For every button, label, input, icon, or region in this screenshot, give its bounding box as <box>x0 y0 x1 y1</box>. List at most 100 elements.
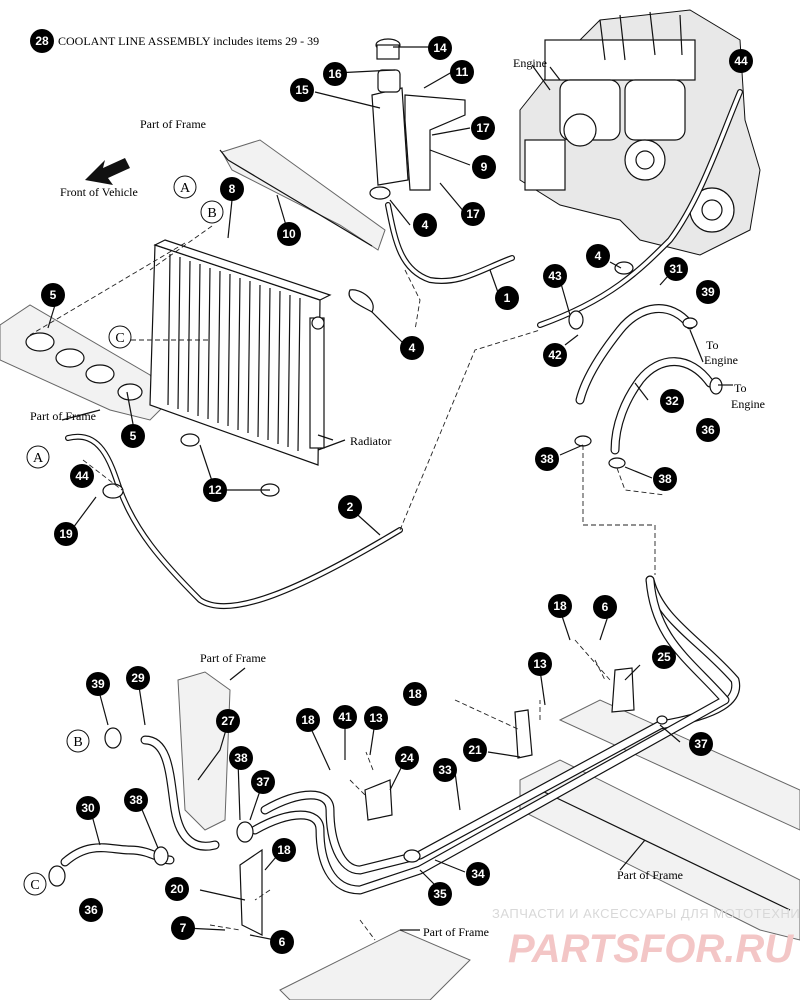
callout-18c: 18 <box>296 708 320 732</box>
svg-text:30: 30 <box>81 801 95 815</box>
callout-37b: 37 <box>251 770 275 794</box>
letter-c-bottom: C <box>23 872 47 896</box>
svg-text:33: 33 <box>438 763 452 777</box>
svg-text:38: 38 <box>234 751 248 765</box>
svg-text:31: 31 <box>669 262 683 276</box>
svg-text:15: 15 <box>295 83 309 97</box>
to-engine-label-1a: To <box>706 338 719 352</box>
svg-text:17: 17 <box>466 207 480 221</box>
letter-a-bottom: A <box>26 445 50 469</box>
callout-42: 42 <box>543 343 567 367</box>
svg-text:36: 36 <box>84 903 98 917</box>
callout-11: 11 <box>450 60 474 84</box>
callout-43: 43 <box>543 264 567 288</box>
svg-text:4: 4 <box>409 341 416 355</box>
svg-text:2: 2 <box>347 500 354 514</box>
svg-text:18: 18 <box>277 843 291 857</box>
callout-7: 7 <box>171 916 195 940</box>
to-engine-label-1b: Engine <box>704 353 738 367</box>
svg-text:A: A <box>180 181 191 196</box>
svg-text:34: 34 <box>471 867 485 881</box>
svg-text:37: 37 <box>256 775 270 789</box>
svg-text:B: B <box>73 735 82 750</box>
svg-text:38: 38 <box>540 452 554 466</box>
svg-text:18: 18 <box>553 599 567 613</box>
front-of-vehicle-label: Front of Vehicle <box>60 185 138 199</box>
svg-text:5: 5 <box>130 429 137 443</box>
overflow-tank <box>371 38 466 191</box>
svg-text:29: 29 <box>131 671 145 685</box>
callout-4a: 4 <box>413 213 437 237</box>
callout-18a: 18 <box>548 594 572 618</box>
frame-label-top: Part of Frame <box>140 117 206 131</box>
svg-text:18: 18 <box>301 713 315 727</box>
callout-39b: 39 <box>86 672 110 696</box>
svg-text:4: 4 <box>422 218 429 232</box>
callout-21: 21 <box>463 738 487 762</box>
callout-6b: 6 <box>270 930 294 954</box>
callout-9: 9 <box>472 155 496 179</box>
callout-34: 34 <box>466 862 490 886</box>
svg-text:5: 5 <box>50 288 57 302</box>
svg-text:8: 8 <box>229 182 236 196</box>
svg-text:6: 6 <box>279 935 286 949</box>
callout-33: 33 <box>433 758 457 782</box>
callouts: 28 16 14 11 15 17 9 17 4 8 10 1 4 5 5 44… <box>30 29 753 954</box>
brackets <box>48 186 723 936</box>
svg-text:21: 21 <box>468 743 482 757</box>
svg-text:35: 35 <box>433 887 447 901</box>
letter-markers: A B C A B C <box>23 175 224 896</box>
svg-text:42: 42 <box>548 348 562 362</box>
callout-18d: 18 <box>272 838 296 862</box>
svg-text:4: 4 <box>595 249 602 263</box>
engine-label: Engine <box>513 56 547 70</box>
callout-12: 12 <box>203 478 227 502</box>
callout-17a: 17 <box>471 116 495 140</box>
svg-text:38: 38 <box>658 472 672 486</box>
leader-lines <box>29 225 666 941</box>
callout-29: 29 <box>126 666 150 690</box>
callout-15: 15 <box>290 78 314 102</box>
callout-20: 20 <box>165 877 189 901</box>
radiator <box>149 239 332 497</box>
callout-35: 35 <box>428 882 452 906</box>
callout-5b: 5 <box>121 424 145 448</box>
callout-2: 2 <box>338 495 362 519</box>
frame-label-left: Part of Frame <box>30 409 96 423</box>
radiator-label: Radiator <box>350 434 391 448</box>
svg-text:20: 20 <box>170 882 184 896</box>
callout-17b: 17 <box>461 202 485 226</box>
to-engine-label-2a: To <box>734 381 747 395</box>
svg-text:12: 12 <box>208 483 222 497</box>
svg-text:C: C <box>30 878 39 893</box>
callout-41: 41 <box>333 705 357 729</box>
svg-text:10: 10 <box>282 227 296 241</box>
svg-text:C: C <box>115 331 124 346</box>
callout-37a: 37 <box>689 732 713 756</box>
callout-4b: 4 <box>400 336 424 360</box>
callout-27: 27 <box>216 709 240 733</box>
svg-text:28: 28 <box>35 34 49 48</box>
callout-36a: 36 <box>696 418 720 442</box>
callout-39a: 39 <box>696 280 720 304</box>
callout-13b: 13 <box>364 706 388 730</box>
frame-label-bottom: Part of Frame <box>423 925 489 939</box>
callout-38c: 38 <box>229 746 253 770</box>
frame-rail-lower-right <box>519 699 800 941</box>
svg-text:14: 14 <box>433 41 447 55</box>
callout-5a: 5 <box>41 283 65 307</box>
callout-38d: 38 <box>124 788 148 812</box>
svg-text:B: B <box>207 206 216 221</box>
front-arrow-icon <box>85 158 130 185</box>
svg-text:11: 11 <box>456 65 469 79</box>
header-text: COOLANT LINE ASSEMBLY includes items 29 … <box>58 34 319 48</box>
callout-18b: 18 <box>403 682 427 706</box>
callout-28: 28 <box>30 29 54 53</box>
svg-text:16: 16 <box>328 67 342 81</box>
svg-text:36: 36 <box>701 423 715 437</box>
letter-c-top: C <box>108 325 132 349</box>
callout-24: 24 <box>395 746 419 770</box>
callout-44a: 44 <box>70 464 94 488</box>
svg-text:44: 44 <box>734 54 748 68</box>
svg-text:1: 1 <box>504 291 511 305</box>
